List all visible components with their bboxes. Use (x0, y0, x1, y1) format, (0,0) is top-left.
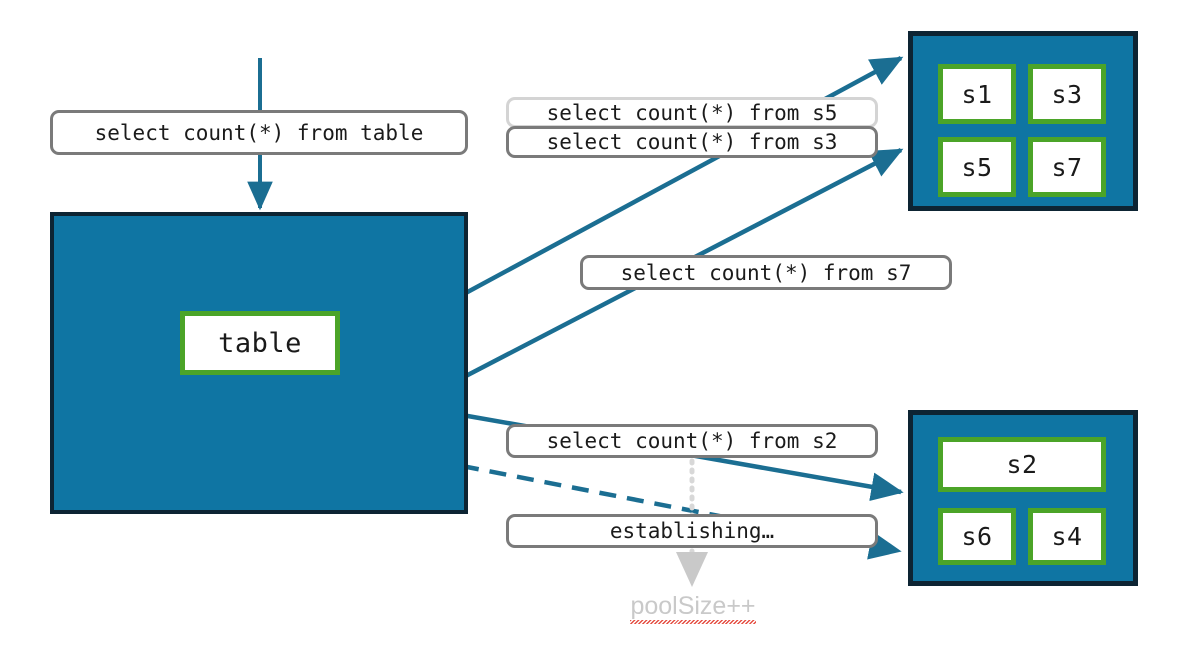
node-s6[interactable]: s6 (938, 508, 1016, 565)
query-chip-s3[interactable]: select count(*) from s3 (506, 126, 878, 158)
status-chip-establishing[interactable]: establishing… (506, 514, 878, 548)
node-s1[interactable]: s1 (938, 64, 1016, 124)
node-s2[interactable]: s2 (938, 437, 1106, 492)
query-chip-s5[interactable]: select count(*) from s5 (506, 97, 878, 128)
query-chip-s7[interactable]: select count(*) from s7 (580, 255, 952, 290)
node-s7[interactable]: s7 (1028, 137, 1106, 197)
node-s5[interactable]: s5 (938, 137, 1016, 197)
query-chip-table[interactable]: select count(*) from table (50, 110, 468, 155)
poolsize-annotation: poolSize++ (568, 592, 818, 624)
node-s4[interactable]: s4 (1028, 508, 1106, 565)
query-chip-s2[interactable]: select count(*) from s2 (506, 424, 878, 458)
node-s3[interactable]: s3 (1028, 64, 1106, 124)
node-table[interactable]: table (180, 311, 340, 375)
poolsize-label: poolSize++ (630, 592, 756, 624)
